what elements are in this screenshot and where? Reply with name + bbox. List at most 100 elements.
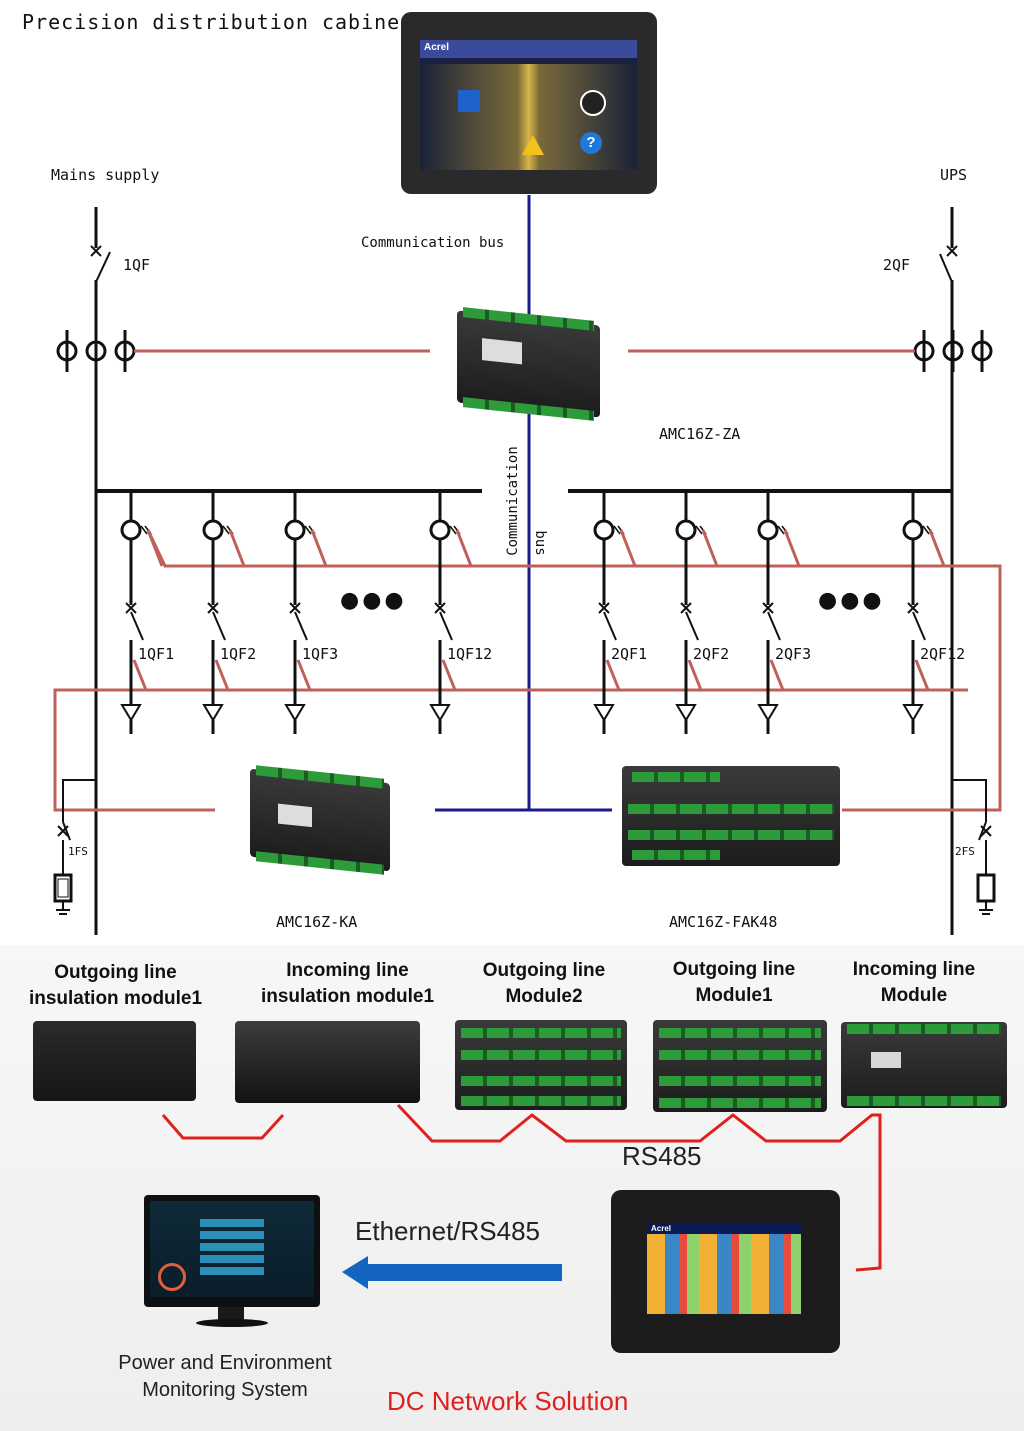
module-photo-4 [653, 1020, 827, 1112]
branch-circuit-5 [593, 704, 615, 722]
screen-icon-1 [458, 90, 480, 112]
rs485-wiring [161, 1103, 882, 1289]
footer-title: DC Network Solution [387, 1386, 629, 1416]
monitor-stand [218, 1307, 244, 1321]
amc16z-za-device [457, 307, 600, 421]
leak-wire-7 [769, 659, 785, 691]
leak-wire-1 [132, 659, 148, 691]
monitor-base [196, 1319, 268, 1327]
device-za-label: AMC16Z-ZA [659, 425, 741, 443]
branch-circuit-2 [202, 704, 224, 722]
device-ka-label: AMC16Z-KA [276, 913, 358, 931]
branch-circuit-1 [130, 611, 144, 641]
branch-circuit-2 [212, 611, 226, 641]
branch-circuit-7 [757, 519, 779, 541]
mains-supply-label: Mains supply [51, 166, 160, 184]
branch-circuit-5 [603, 611, 617, 641]
branch-circuit-6 [675, 704, 697, 722]
device-fak48-label: AMC16Z-FAK48 [669, 913, 778, 931]
ct-wire-5 [619, 529, 637, 567]
branch-circuit-3 [289, 602, 301, 614]
branch-label-4: 1QF12 [447, 645, 493, 663]
cabinet-touchscreen: Acrel ? [401, 12, 657, 194]
branch-circuit-3 [294, 611, 308, 641]
branch-circuit-2 [207, 602, 219, 614]
screen-icon-2 [580, 90, 606, 116]
branch-circuit-8 [907, 602, 919, 614]
leak-wire-8 [914, 659, 930, 691]
breaker-2qf-label: 2QF [883, 256, 911, 274]
help-icon: ? [580, 132, 602, 154]
ups-label: UPS [940, 166, 968, 184]
branch-circuit-1 [120, 704, 142, 722]
ct-wire-8 [928, 529, 946, 567]
ct-wire-4 [455, 529, 473, 567]
branch-circuit-3 [284, 704, 306, 722]
ct-wire-7 [783, 529, 801, 567]
branch-label-1: 1QF1 [138, 645, 175, 663]
branch-circuit-1 [120, 519, 142, 541]
branch-label-5: 2QF1 [611, 645, 648, 663]
breaker-1qf-label: 1QF [123, 256, 151, 274]
branch-label-2: 1QF2 [220, 645, 257, 663]
branch-circuit-4 [439, 611, 453, 641]
module-photo-2 [235, 1021, 420, 1103]
branch-label-6: 2QF2 [693, 645, 730, 663]
leak-wire-5 [605, 659, 621, 691]
module-photo-3 [455, 1020, 627, 1110]
ct-wire-6 [701, 529, 719, 567]
branch-circuit-7 [762, 602, 774, 614]
branch-label-3: 1QF3 [302, 645, 339, 663]
screen-brand: Acrel [424, 42, 450, 53]
branch-circuit-2 [202, 519, 224, 541]
ellipsis-left: ●●● [340, 588, 407, 613]
branch-circuit-4 [429, 704, 451, 722]
branch-circuit-6 [680, 602, 692, 614]
comm-bus-label: Communication bus [361, 235, 505, 251]
amc16z-fak48-device [622, 766, 840, 866]
ethernet-label: Ethernet/RS485 [355, 1216, 541, 1246]
branch-circuit-4 [434, 602, 446, 614]
leak-wire-2 [214, 659, 230, 691]
branch-circuit-7 [757, 704, 779, 722]
module-photo-5 [841, 1022, 1007, 1108]
system-label: Power and Environment Monitoring System [118, 1352, 332, 1401]
comm-bus-vertical-2: bus [532, 530, 548, 556]
leak-wire-3 [296, 659, 312, 691]
fs1-label: 1FS [68, 845, 88, 858]
diagram-title: Precision distribution cabinet [22, 10, 414, 34]
branch-circuit-8 [902, 704, 924, 722]
ct-wire-2 [228, 529, 246, 567]
branch-circuit-6 [685, 611, 699, 641]
rs485-label: RS485 [622, 1141, 702, 1171]
branch-circuit-8 [912, 611, 926, 641]
schematic-diagram [53, 195, 1002, 935]
branch-circuit-7 [767, 611, 781, 641]
leak-wire-4 [441, 659, 457, 691]
comm-bus-vertical-1: Communication [505, 446, 521, 556]
module-photo-1 [33, 1021, 196, 1101]
branch-circuit-4 [429, 519, 451, 541]
leak-wire-6 [687, 659, 703, 691]
ct-wire-1 [146, 529, 164, 567]
branch-circuit-1 [125, 602, 137, 614]
branch-circuit-3 [284, 519, 306, 541]
ct-wire-3 [310, 529, 328, 567]
branch-label-8: 2QF12 [920, 645, 966, 663]
ellipsis-right: ●●● [818, 588, 885, 613]
branch-label-7: 2QF3 [775, 645, 812, 663]
fs2-label: 2FS [955, 845, 975, 858]
hmi-brand: Acrel [651, 1224, 672, 1233]
branch-circuit-5 [598, 602, 610, 614]
branch-circuit-8 [902, 519, 924, 541]
branch-circuit-6 [675, 519, 697, 541]
branch-circuit-5 [593, 519, 615, 541]
warning-icon [522, 135, 544, 155]
hmi-touchscreen: Acrel [611, 1190, 840, 1353]
amc16z-ka-device [250, 765, 390, 875]
